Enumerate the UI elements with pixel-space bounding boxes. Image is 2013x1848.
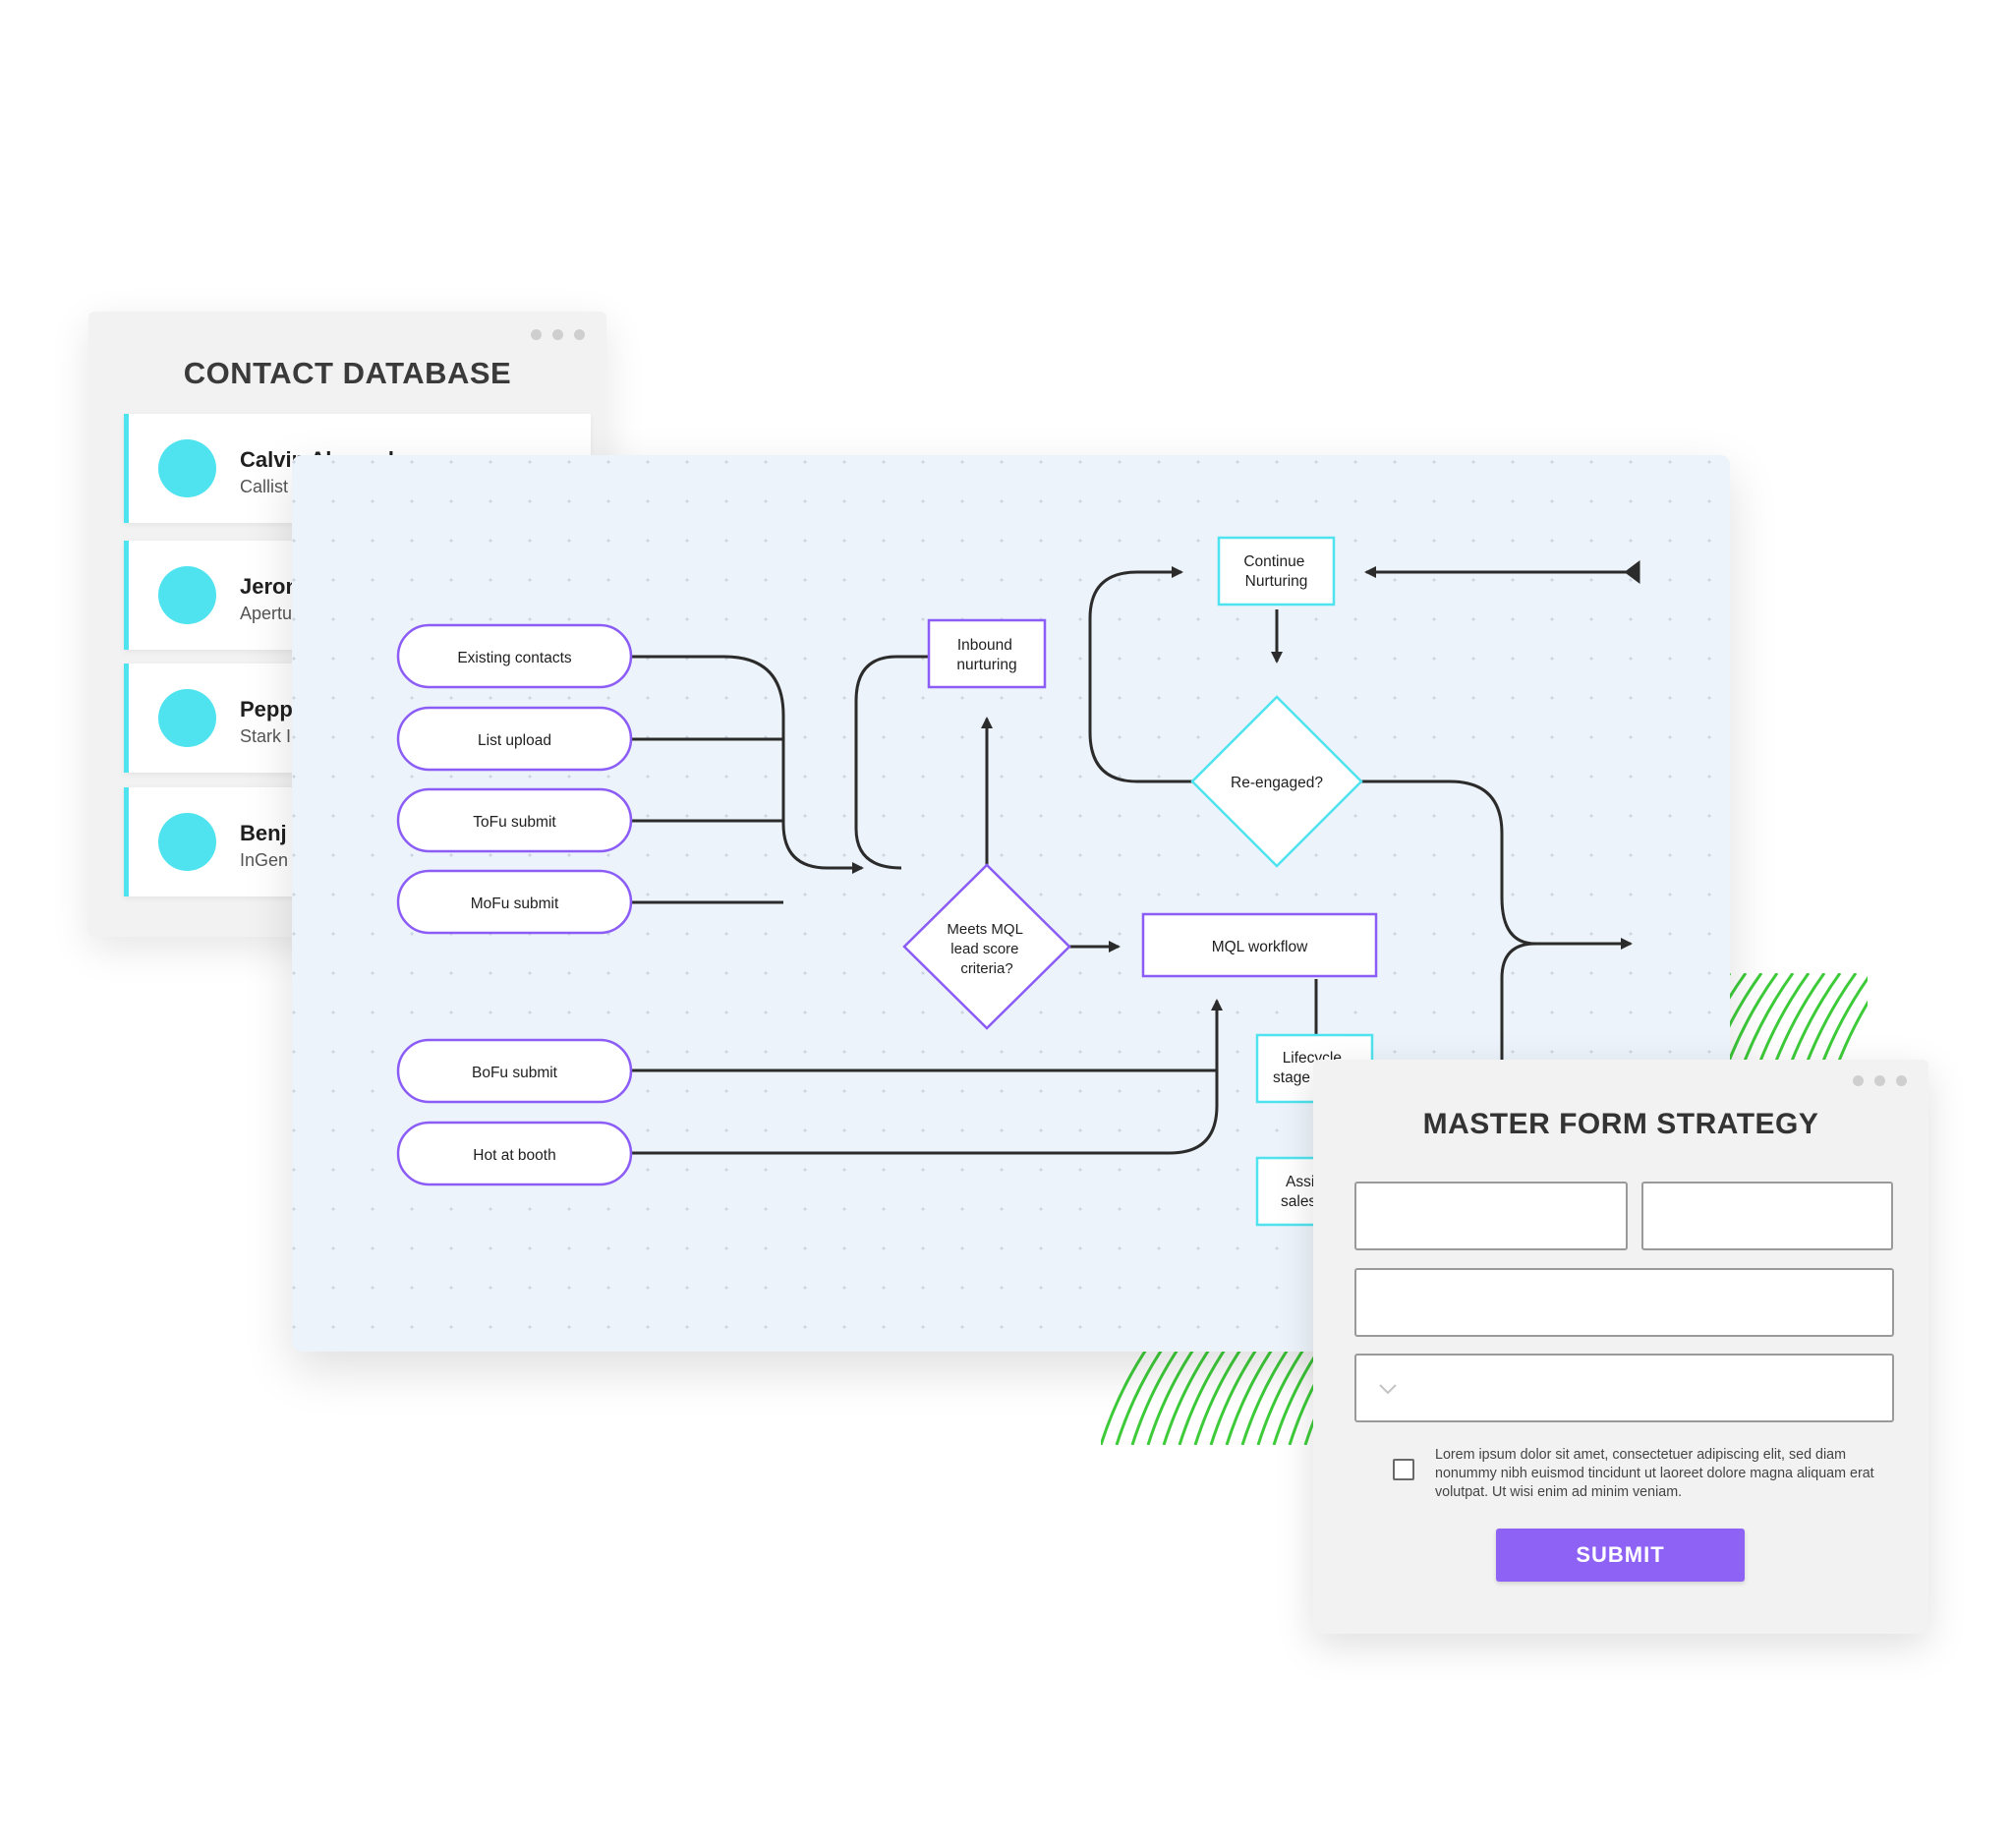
svg-text:Continue Nurturing: Continue Nurturing (1243, 553, 1308, 590)
select-field[interactable] (1354, 1354, 1894, 1422)
node-label: stage (1273, 1069, 1310, 1086)
window-dot (1853, 1075, 1864, 1086)
node-label: Meets MQL (947, 921, 1022, 938)
node-label: sales (1281, 1193, 1316, 1210)
connector (1500, 942, 1536, 1065)
last-name-field[interactable] (1641, 1182, 1893, 1250)
contact-company: Apertu (240, 604, 293, 623)
first-name-field[interactable] (1354, 1182, 1628, 1250)
connector (854, 655, 929, 870)
node-mql-workflow[interactable]: MQL workflow (1141, 912, 1378, 978)
decision-meets-mql[interactable]: Meets MQL lead score criteria? (902, 863, 1071, 1030)
connector (631, 655, 864, 874)
node-label: criteria? (960, 960, 1012, 977)
contact-name: Pepp (240, 697, 293, 722)
node-inbound-nurturing[interactable]: Inbound nurturing (927, 618, 1047, 689)
window-dot (1874, 1075, 1885, 1086)
avatar (158, 566, 216, 624)
window-dot (1896, 1075, 1907, 1086)
squiggle-stroke (1101, 1337, 1157, 1445)
node-mofu-submit[interactable]: MoFu submit (396, 869, 633, 935)
node-label: MoFu submit (471, 895, 559, 912)
window-controls (531, 329, 585, 340)
connector (1361, 780, 1633, 950)
node-label: BoFu submit (472, 1065, 558, 1081)
node-bofu-submit[interactable]: BoFu submit (396, 1038, 633, 1104)
svg-text:Inbound nurturing: Inbound nurturing (956, 637, 1016, 673)
contact-company: Stark I (240, 726, 292, 746)
form-title: MASTER FORM STRATEGY (1422, 1108, 1819, 1140)
node-label: Nurturing (1245, 573, 1308, 590)
panel-title: CONTACT DATABASE (183, 356, 512, 390)
node-label: Inbound (957, 637, 1012, 654)
chevron-down-icon (1379, 1384, 1397, 1395)
svg-text:Meets MQL lead score: Meets MQL lead score criteria? (947, 921, 1026, 977)
node-label: Re-engaged? (1231, 775, 1323, 791)
contact-name: Jeron (240, 574, 299, 599)
decision-re-engaged[interactable]: Re-engaged? (1190, 695, 1363, 868)
node-label: Existing contacts (457, 650, 572, 666)
node-list-upload[interactable]: List upload (396, 706, 633, 772)
connector (1088, 566, 1192, 783)
master-form-panel: MASTER FORM STRATEGY Lorem ipsum dolor s… (1313, 1060, 1928, 1634)
contact-company: InGen (240, 850, 289, 870)
avatar (158, 439, 216, 497)
window-dot (531, 329, 542, 340)
node-label: Assi (1286, 1174, 1314, 1190)
submit-button[interactable]: SUBMIT (1496, 1529, 1745, 1582)
node-existing-contacts[interactable]: Existing contacts (396, 623, 633, 689)
avatar (158, 813, 216, 871)
connector (631, 999, 1223, 1155)
node-label: List upload (478, 732, 551, 749)
node-label: lead score (950, 941, 1018, 957)
node-continue-nurturing[interactable]: Continue Nurturing (1217, 536, 1336, 606)
consent-text: Lorem ipsum dolor sit amet, consectetuer… (1435, 1447, 1874, 1500)
contact-company: Callist (240, 477, 289, 496)
node-label: MQL workflow (1212, 939, 1308, 955)
node-label: ToFu submit (473, 814, 556, 831)
window-dot (552, 329, 563, 340)
connector-start-marker (1624, 560, 1640, 584)
node-tofu-submit[interactable]: ToFu submit (396, 787, 633, 853)
flowchart-canvas: Existing contacts List upload ToFu submi… (292, 455, 1730, 1352)
contact-name: Benj (240, 821, 287, 845)
window-dot (574, 329, 585, 340)
node-label: nurturing (956, 657, 1016, 673)
avatar (158, 689, 216, 747)
consent-checkbox[interactable] (1393, 1459, 1414, 1480)
node-label: Continue (1243, 553, 1304, 570)
svg-text:Assi sales: Assi sales (1281, 1174, 1319, 1210)
window-controls (1853, 1075, 1907, 1086)
node-hot-at-booth[interactable]: Hot at booth (396, 1121, 633, 1186)
node-label: Hot at booth (473, 1147, 555, 1164)
source-nodes: Existing contacts List upload ToFu submi… (396, 623, 633, 1186)
email-field[interactable] (1354, 1268, 1894, 1337)
connectors (631, 560, 1640, 1155)
